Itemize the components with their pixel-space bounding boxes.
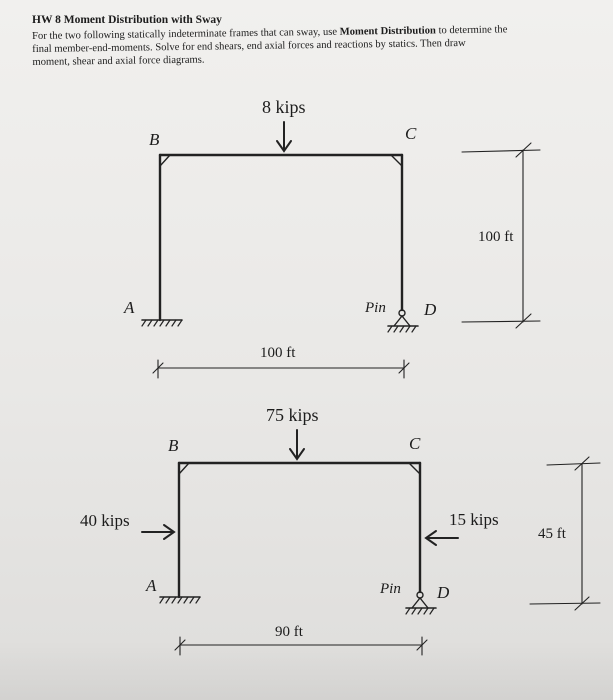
frame1-members	[158, 153, 404, 322]
frame2-joint-c-gusset	[408, 462, 421, 475]
frame2-pin-support-d	[405, 591, 437, 615]
frame1-joint-b-label: B	[149, 130, 160, 149]
frame1-pin-support-d	[387, 309, 419, 333]
homework-title: HW 8 Moment Distribution with Sway	[32, 14, 222, 26]
frame1-load-label: 8 kips	[262, 97, 306, 117]
frame2-joint-c-label: C	[409, 434, 421, 453]
frame2-pin-label: Pin	[380, 581, 401, 597]
frame1-height-dimension	[461, 142, 541, 329]
frame1-point-load-arrow	[276, 121, 292, 153]
frame1-joint-c-label: C	[405, 124, 417, 143]
frame1-height-label: 100 ft	[478, 229, 514, 245]
frame2-vertical-load-label: 75 kips	[266, 405, 319, 425]
frame2-height-label: 45 ft	[538, 526, 566, 542]
frame2-joint-b-label: B	[168, 436, 179, 455]
frame2-span-dimension	[174, 636, 428, 656]
frame1-joint-b-gusset	[159, 154, 171, 167]
frame2-span-label: 90 ft	[275, 624, 303, 640]
frame2-vertical-load-arrow	[289, 429, 305, 461]
frame1-fixed-support-a	[141, 319, 183, 327]
frame2-left-lateral-load-arrow	[141, 524, 176, 540]
frame2-joint-b-gusset	[178, 462, 190, 475]
paper-shadow	[0, 640, 613, 700]
frame2-fixed-support-a	[159, 596, 201, 604]
frame2-joint-d-label: D	[437, 583, 450, 602]
frame1-pin-label: Pin	[365, 300, 386, 316]
frame2-members	[177, 461, 422, 599]
frame1-joint-d-label: D	[424, 300, 437, 319]
frame2-joint-a-label: A	[146, 576, 157, 595]
frame1-span-dimension	[152, 359, 410, 379]
frame1-joint-a-label: A	[124, 298, 135, 317]
frame2-left-load-label: 40 kips	[80, 511, 130, 530]
frame2-right-lateral-load-arrow	[424, 530, 459, 546]
frame1-span-label: 100 ft	[260, 345, 296, 361]
frame2-height-dimension	[529, 456, 601, 611]
frame1-joint-c-gusset	[390, 154, 403, 167]
frame2-right-load-label: 15 kips	[449, 510, 499, 529]
